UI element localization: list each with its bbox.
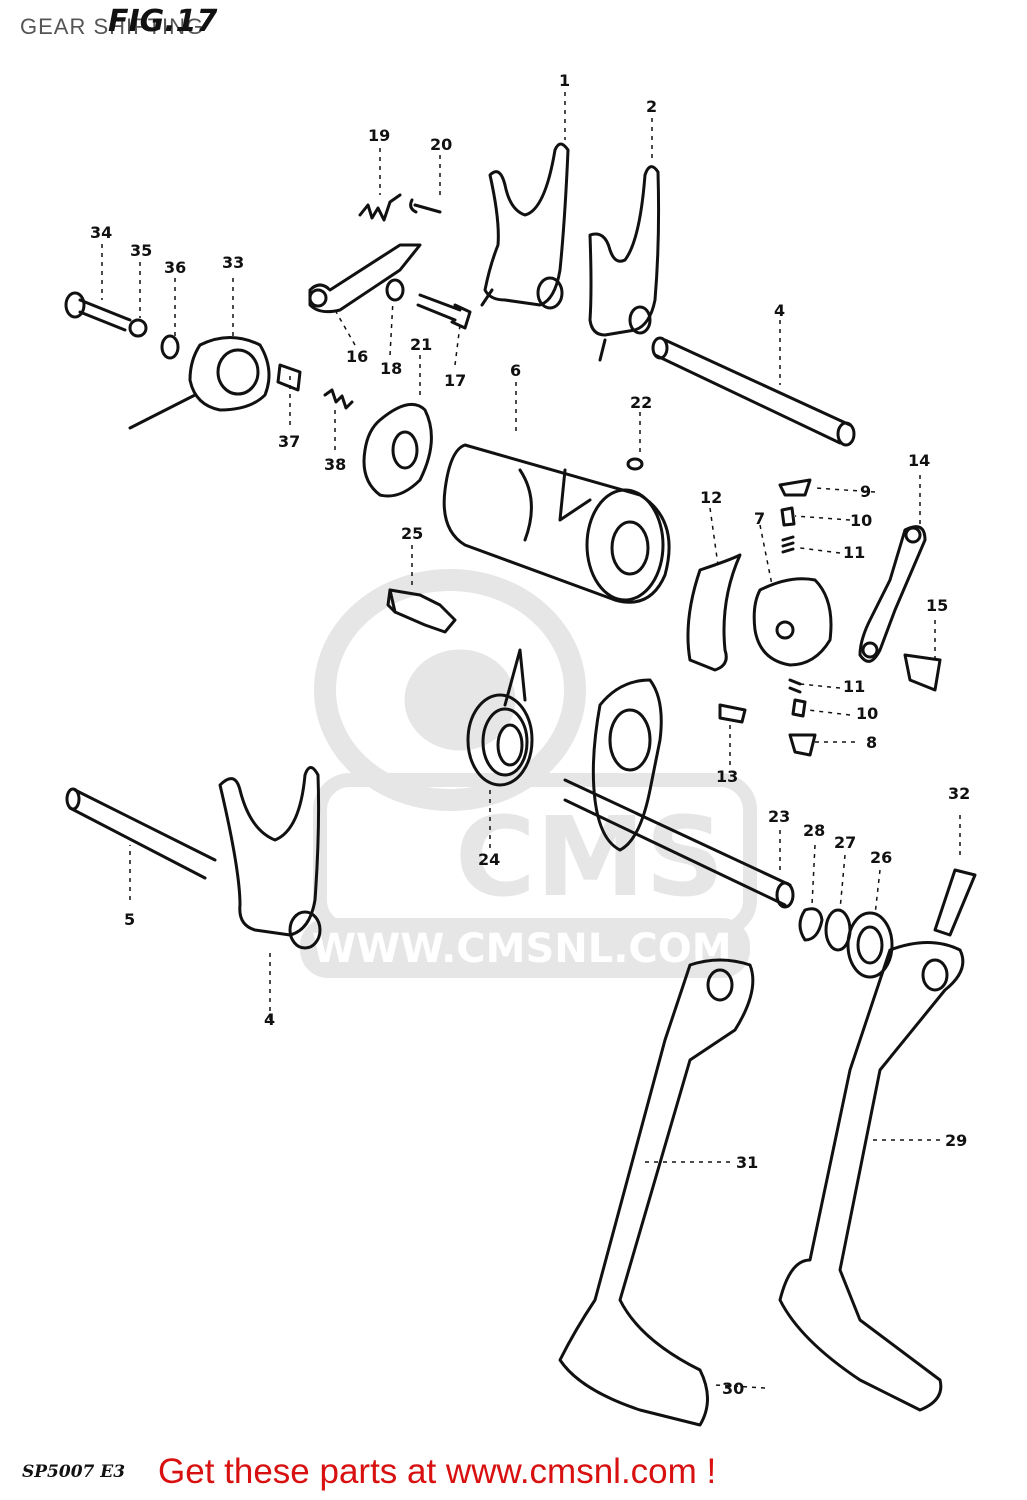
screw-13	[718, 703, 747, 724]
label-part-18: 18	[380, 359, 402, 378]
label-part-36: 36	[164, 258, 186, 277]
label-part-12: 12	[700, 488, 722, 507]
label-part-5: 5	[124, 910, 135, 929]
pawl-8	[788, 733, 817, 757]
label-part-38: 38	[324, 455, 346, 474]
spring-38	[323, 388, 354, 410]
label-part-27: 27	[834, 833, 856, 852]
shift-lever-31	[558, 958, 755, 1427]
plug-22	[626, 457, 644, 471]
diagram-title: GEAR SHIFTING	[20, 14, 205, 39]
label-part-19: 19	[368, 126, 390, 145]
pin-10-lower	[791, 698, 807, 718]
spring-11-lower	[788, 678, 802, 694]
label-part-7: 7	[754, 509, 765, 528]
watermark-logo-text: CMS	[455, 793, 724, 921]
label-part-24: 24	[478, 850, 500, 869]
circlip-28	[798, 907, 824, 942]
label-part-17: 17	[444, 371, 466, 390]
shift-lever-29	[778, 941, 965, 1412]
pin-37	[276, 363, 302, 392]
label-part-9: 9	[860, 482, 871, 501]
cam-plate-21	[362, 402, 433, 498]
shift-drum-6	[442, 443, 671, 604]
label-part-10a: 10	[850, 511, 872, 530]
parts-banner-link[interactable]: Get these parts at www.cmsnl.com !	[158, 1452, 717, 1491]
diagram-code: SP5007 E3	[22, 1462, 126, 1482]
fork-shaft-5	[65, 787, 217, 880]
label-part-25: 25	[401, 524, 423, 543]
neutral-switch-25	[386, 588, 457, 634]
part-number-labels: 1 2 4 4 5 6 7 8 9 10 10 10 11 11 12 13 1…	[90, 71, 970, 1398]
shift-fork-1	[480, 142, 570, 310]
label-part-30: 30	[722, 1379, 744, 1398]
spring-19	[358, 193, 402, 222]
bolt-32	[933, 868, 977, 937]
bolt-34	[64, 291, 132, 332]
watermark-site-text: WWW.CMSNL.COM	[312, 926, 732, 972]
label-part-22: 22	[630, 393, 652, 412]
label-part-35: 35	[130, 241, 152, 260]
washer-35	[128, 318, 148, 338]
return-spring-24	[466, 648, 534, 787]
label-part-13: 13	[716, 767, 738, 786]
pin-10-upper	[780, 506, 796, 527]
label-part-11a: 11	[843, 543, 865, 562]
label-part-26: 26	[870, 848, 892, 867]
label-part-6: 6	[510, 361, 521, 380]
washer-27	[824, 908, 852, 952]
label-part-33: 33	[222, 253, 244, 272]
guide-14	[858, 525, 927, 663]
label-part-11b: 11	[843, 677, 865, 696]
label-part-10b: 10	[856, 704, 878, 723]
label-part-4-lower: 4	[264, 1010, 275, 1029]
shift-sector-arm	[591, 678, 663, 852]
label-part-32: 32	[948, 784, 970, 803]
label-part-4: 4	[774, 301, 785, 320]
label-part-2: 2	[646, 97, 657, 116]
label-part-21: 21	[410, 335, 432, 354]
shift-fork-4-lower	[218, 766, 322, 950]
cover-33	[128, 336, 271, 430]
pawl-9	[778, 478, 812, 497]
washer-18	[385, 278, 405, 302]
watermark-logo: CMS	[300, 569, 757, 978]
label-part-1: 1	[559, 71, 570, 90]
label-part-28: 28	[803, 821, 825, 840]
shift-fork-2	[588, 165, 661, 362]
pawl-lifter-7	[752, 577, 833, 667]
label-part-23: 23	[768, 807, 790, 826]
label-part-8: 8	[866, 733, 877, 752]
figure-number: FIG.17	[108, 4, 218, 39]
label-part-37: 37	[278, 432, 300, 451]
bolt-17	[416, 293, 472, 330]
washer-36	[160, 334, 180, 360]
label-part-31: 31	[736, 1153, 758, 1172]
stopper-16	[308, 243, 422, 314]
spring-11-upper	[781, 535, 795, 554]
plate-12	[686, 553, 742, 672]
label-part-29: 29	[945, 1131, 967, 1150]
label-part-34: 34	[90, 223, 112, 242]
label-part-20: 20	[430, 135, 452, 154]
fork-shaft-4	[651, 336, 856, 447]
screw-15	[903, 653, 942, 692]
label-part-14: 14	[908, 451, 930, 470]
label-part-15: 15	[926, 596, 948, 615]
gearshift-shaft-23	[563, 778, 795, 909]
pin-20	[409, 198, 442, 214]
label-part-16: 16	[346, 347, 368, 366]
oil-seal-26	[846, 911, 894, 979]
